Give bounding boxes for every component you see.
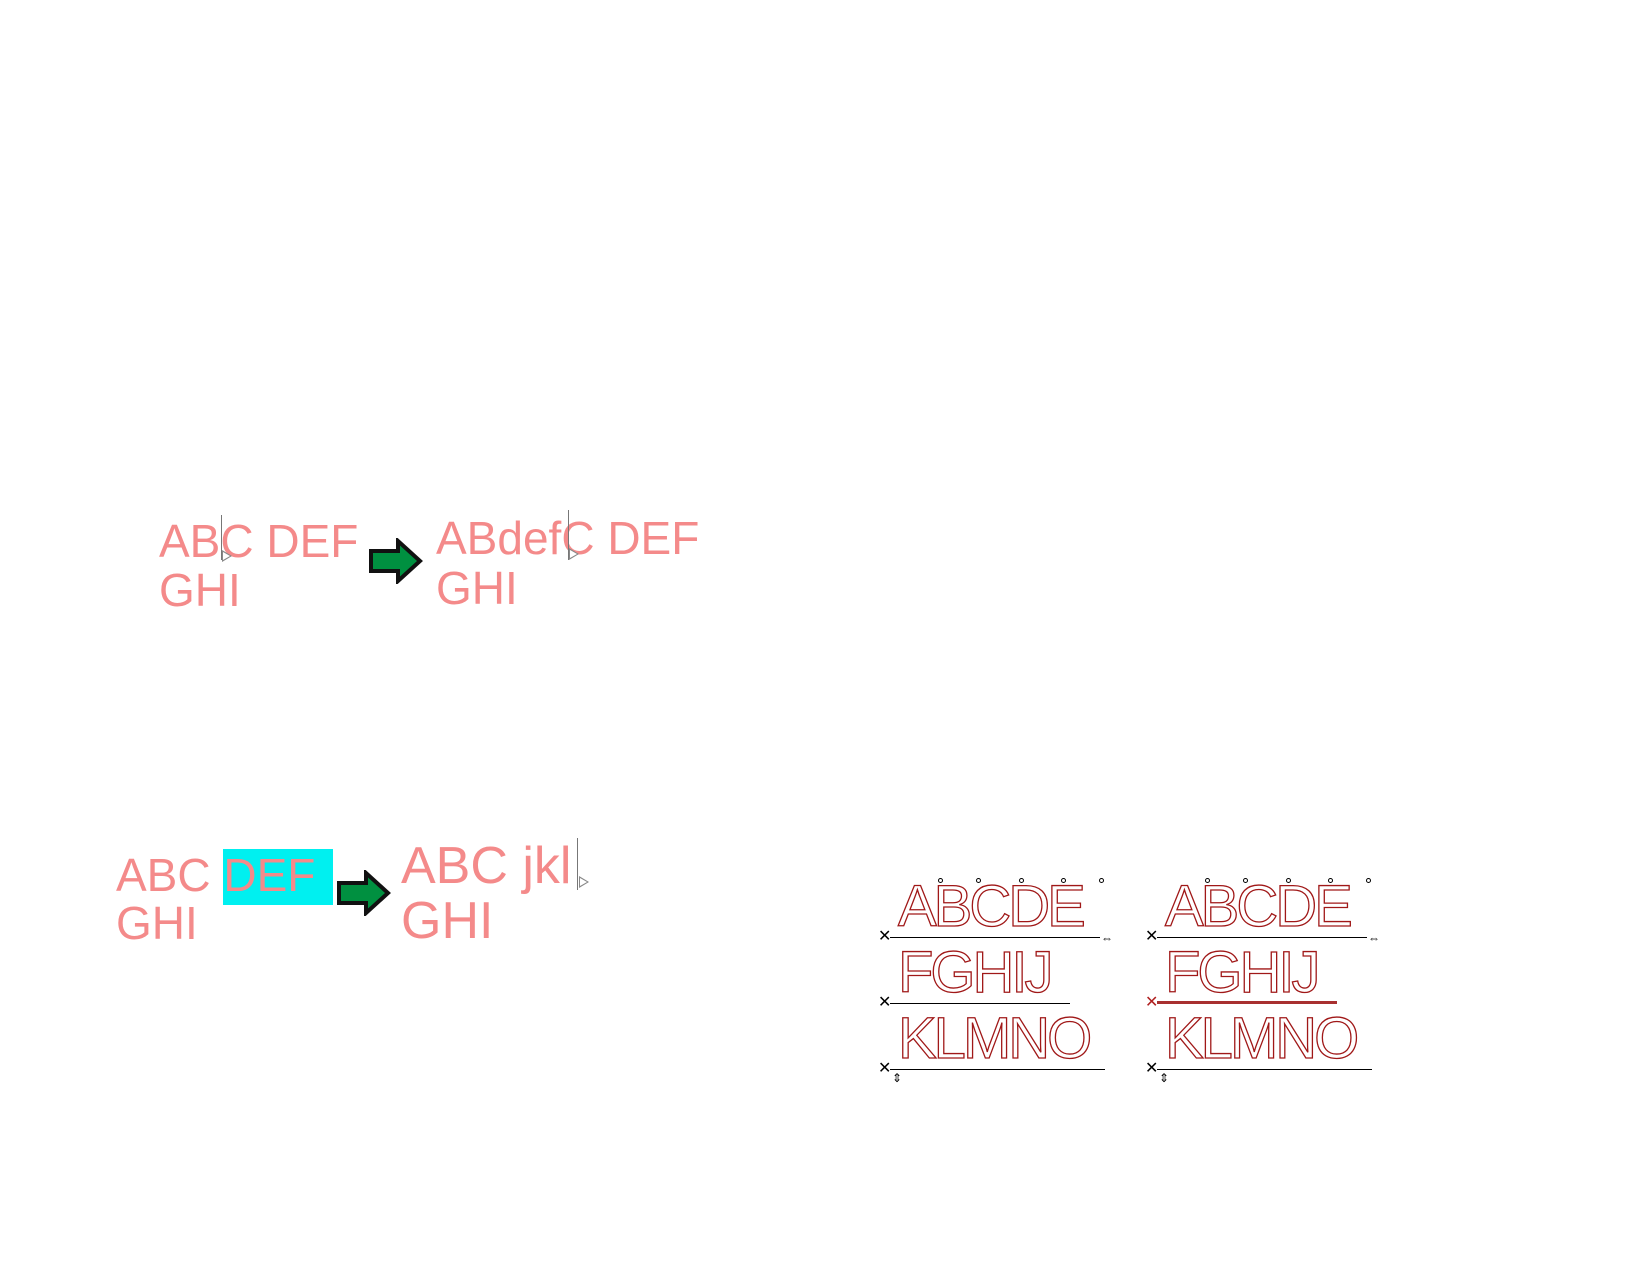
text-line1: ABC DEF [159,518,358,564]
text-line1: ABC jkl [401,837,572,895]
line-start-x-icon: ✕ [878,994,892,1011]
width-handle-icon[interactable]: ⇔ [1101,931,1113,945]
outline-line-selected: FGHIJ ✕ [1145,938,1395,1011]
outline-line: ABCDE ✕ ⇔ [1145,872,1395,945]
line-start-x-icon: ✕ [1145,994,1159,1011]
right-arrow-icon [337,870,391,916]
outline-text-panel-right: ABCDE ✕ ⇔ FGHIJ ✕ KLMNO ✕ ⇕ [1145,872,1395,1084]
outline-text[interactable]: KLMNO [1164,1006,1360,1071]
line-start-x-icon: ✕ [1145,1060,1159,1077]
text-cursor [568,510,569,560]
right-arrow-icon [369,538,423,584]
line-start-x-icon: ✕ [878,928,892,945]
line-spacing-handle-icon[interactable]: ⇕ [892,1071,903,1085]
width-handle-icon[interactable]: ⇔ [1368,931,1380,945]
line-start-x-icon: ✕ [878,1060,892,1077]
text-line1: ABdefC DEF [436,515,699,561]
text-segment: ABC [116,849,224,901]
text-line2: GHI [159,564,241,616]
text-line2: GHI [401,892,494,950]
outline-text[interactable]: FGHIJ [1164,940,1321,1005]
text-cursor [221,515,222,560]
text-line2: GHI [436,562,518,614]
outline-line: KLMNO ✕ ⇕ [878,1004,1128,1084]
text-line1: ABC DEF [116,849,334,905]
outline-line: KLMNO ✕ ⇕ [1145,1004,1395,1084]
selected-text: DEF [223,849,334,905]
text-segment: C DEF [220,515,359,567]
text-segment: C DEF [561,512,700,564]
text-segment: AB [159,515,221,567]
text-cursor [577,838,578,890]
cursor-marker-icon [579,876,589,888]
outline-text[interactable]: FGHIJ [897,940,1054,1005]
line-spacing-handle-icon[interactable]: ⇕ [1159,1071,1170,1085]
cursor-marker-icon [222,550,232,562]
outline-line: ABCDE ✕ ⇔ [878,872,1128,945]
outline-line: FGHIJ ✕ [878,938,1128,1011]
cursor-marker-icon [569,548,579,560]
outline-text[interactable]: ABCDE [897,874,1086,939]
outline-text[interactable]: KLMNO [897,1006,1093,1071]
text-segment: ABdef [436,512,562,564]
outline-text-panel-left: ABCDE ✕ ⇔ FGHIJ ✕ KLMNO ✕ ⇕ [878,872,1128,1084]
line-start-x-icon: ✕ [1145,928,1159,945]
outline-text[interactable]: ABCDE [1164,874,1353,939]
text-line2: GHI [116,897,198,949]
